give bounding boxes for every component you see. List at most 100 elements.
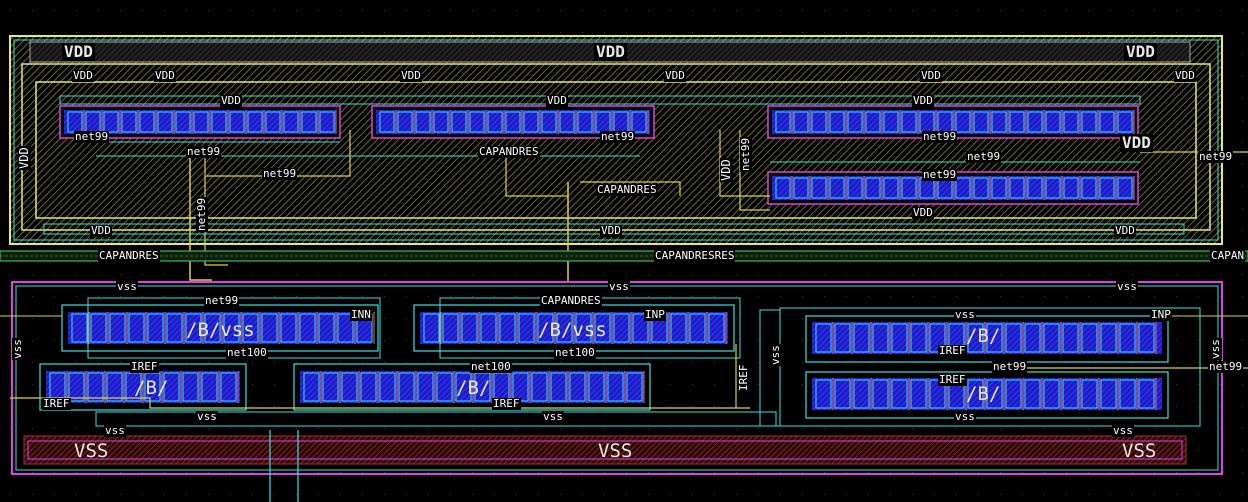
- gate-finger: [469, 111, 485, 133]
- gate-finger: [303, 372, 320, 402]
- gate-finger: [986, 323, 1003, 353]
- gate-fingers: [67, 110, 1135, 200]
- gate-finger: [1100, 323, 1117, 353]
- gate-finger: [829, 111, 845, 133]
- gate-finger: [157, 111, 173, 133]
- gate-finger: [537, 313, 554, 343]
- gate-finger: [910, 379, 927, 409]
- gate-finger: [398, 372, 415, 402]
- gate-finger: [626, 372, 643, 402]
- gate-finger: [632, 313, 649, 343]
- gate-finger: [379, 111, 395, 133]
- gate-finger: [417, 372, 434, 402]
- gate-finger: [1119, 379, 1136, 409]
- gate-finger: [1099, 177, 1115, 199]
- gate-finger: [793, 177, 809, 199]
- gate-finger: [280, 313, 297, 343]
- gate-finger: [910, 323, 927, 353]
- bottom-gate-fingers: [49, 312, 1157, 410]
- gate-finger: [474, 372, 491, 402]
- gate-finger: [499, 313, 516, 343]
- gate-finger: [220, 372, 237, 402]
- top-device-array-3[interactable]: [767, 105, 1139, 139]
- gate-finger: [1117, 111, 1133, 133]
- gate-finger: [872, 379, 889, 409]
- gate-finger: [261, 313, 278, 343]
- gate-finger: [1062, 379, 1079, 409]
- gate-finger: [775, 111, 791, 133]
- gate-finger: [929, 379, 946, 409]
- gate-finger: [433, 111, 449, 133]
- gate-finger: [607, 372, 624, 402]
- bottom-device-array-4[interactable]: [293, 363, 651, 411]
- gate-finger: [559, 111, 575, 133]
- gate-finger: [901, 177, 917, 199]
- gate-finger: [531, 372, 548, 402]
- gate-finger: [144, 372, 161, 402]
- gate-finger: [991, 111, 1007, 133]
- gate-finger: [541, 111, 557, 133]
- gate-finger: [1005, 379, 1022, 409]
- gate-finger: [1045, 111, 1061, 133]
- bottom-routing: [0, 297, 1248, 502]
- gate-finger: [103, 111, 119, 133]
- gate-finger: [1100, 379, 1117, 409]
- gate-finger: [139, 111, 155, 133]
- gate-finger: [1045, 177, 1061, 199]
- gate-finger: [847, 177, 863, 199]
- capandres-bus[interactable]: [0, 250, 1248, 262]
- gate-finger: [322, 372, 339, 402]
- gate-finger: [1009, 177, 1025, 199]
- gate-finger: [106, 372, 123, 402]
- gate-finger: [1043, 379, 1060, 409]
- gate-finger: [891, 323, 908, 353]
- gate-finger: [1138, 379, 1155, 409]
- gate-finger: [1081, 177, 1097, 199]
- gate-finger: [182, 372, 199, 402]
- gate-finger: [1081, 111, 1097, 133]
- gate-finger: [242, 313, 259, 343]
- gate-finger: [301, 111, 317, 133]
- gate-finger: [166, 313, 183, 343]
- top-nwell-region[interactable]: [9, 35, 1223, 245]
- gate-finger: [775, 177, 791, 199]
- gate-finger: [319, 111, 335, 133]
- top-device-array-2[interactable]: [371, 105, 655, 139]
- gate-finger: [523, 111, 539, 133]
- gate-finger: [360, 372, 377, 402]
- gate-finger: [811, 111, 827, 133]
- gate-finger: [455, 372, 472, 402]
- gate-finger: [247, 111, 263, 133]
- gate-finger: [670, 313, 687, 343]
- gate-finger: [201, 372, 218, 402]
- gate-finger: [1081, 323, 1098, 353]
- gate-finger: [986, 379, 1003, 409]
- gate-finger: [451, 111, 467, 133]
- top-device-array-1[interactable]: [59, 105, 341, 139]
- gate-finger: [815, 379, 832, 409]
- gate-finger: [337, 313, 354, 343]
- gate-finger: [461, 313, 478, 343]
- gate-finger: [793, 111, 809, 133]
- gate-finger: [283, 111, 299, 133]
- gate-finger: [1024, 323, 1041, 353]
- gate-finger: [415, 111, 431, 133]
- gate-finger: [967, 379, 984, 409]
- gate-finger: [442, 313, 459, 343]
- gate-finger: [341, 372, 358, 402]
- gate-finger: [125, 372, 142, 402]
- gate-finger: [299, 313, 316, 343]
- gate-finger: [594, 313, 611, 343]
- gate-finger: [379, 372, 396, 402]
- gate-finger: [865, 111, 881, 133]
- gate-finger: [229, 111, 245, 133]
- gate-finger: [185, 313, 202, 343]
- gate-finger: [829, 177, 845, 199]
- gate-finger: [175, 111, 191, 133]
- gate-finger: [577, 111, 593, 133]
- gate-finger: [1063, 111, 1079, 133]
- gate-finger: [883, 177, 899, 199]
- gate-finger: [853, 379, 870, 409]
- gate-finger: [487, 111, 503, 133]
